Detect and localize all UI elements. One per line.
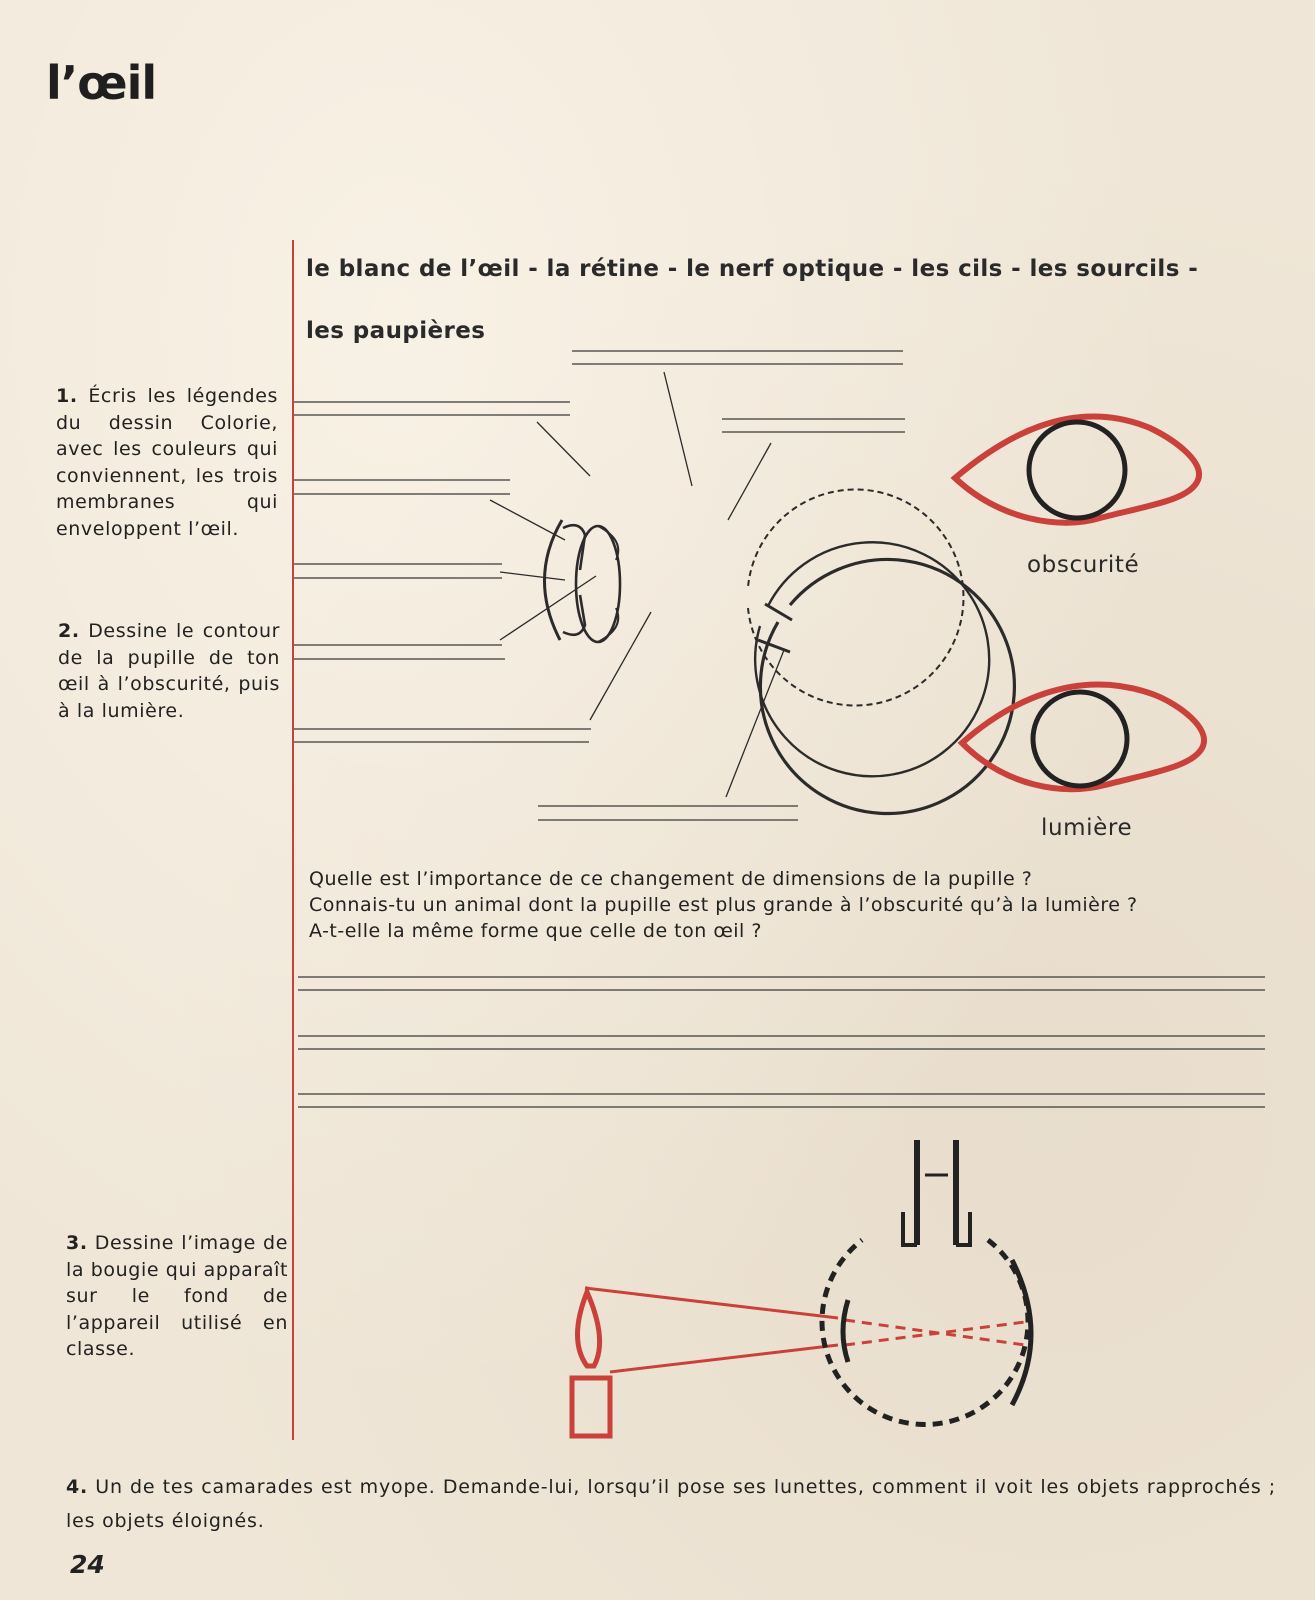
instruction-3-text: Dessine l’image de la bougie qui apparaî… bbox=[66, 1232, 288, 1360]
instruction-2-number: 2. bbox=[58, 620, 80, 642]
question-line: A-t-elle la même forme que celle de ton … bbox=[309, 920, 762, 942]
legend-word-line-1: le blanc de l’œil - la rétine - le nerf … bbox=[306, 256, 1199, 282]
page-number: 24 bbox=[70, 1550, 105, 1579]
instruction-4-text: Un de tes camarades est myope. Demande-l… bbox=[66, 1476, 1276, 1532]
answer-lines bbox=[298, 976, 1265, 1108]
red-eye-outline bbox=[957, 681, 1207, 793]
instruction-1-text: Écris les légendes du dessin Colorie, av… bbox=[56, 385, 278, 540]
eye-light-drawing[interactable] bbox=[957, 681, 1207, 793]
instruction-2: 2. Dessine le contour de la pupille de t… bbox=[58, 618, 280, 724]
pupil-outline bbox=[1030, 689, 1130, 789]
question-line: Quelle est l’importance de ce changement… bbox=[309, 868, 1033, 890]
instruction-3: 3. Dessine l’image de la bougie qui appa… bbox=[66, 1230, 288, 1363]
legend-word-line-2: les paupières bbox=[306, 318, 486, 344]
tube-collar bbox=[901, 1212, 917, 1247]
caption-darkness: obscurité bbox=[1027, 552, 1140, 578]
candle-body bbox=[569, 1375, 613, 1439]
questions-block: Quelle est l’importance de ce changement… bbox=[309, 866, 1209, 944]
pointer-line bbox=[589, 611, 652, 721]
pointer-line bbox=[499, 575, 597, 641]
globe-outline bbox=[819, 1238, 1031, 1427]
margin-rule bbox=[292, 240, 294, 1440]
light-ray bbox=[609, 1343, 839, 1374]
candle-flame bbox=[575, 1285, 603, 1369]
instruction-2-text: Dessine le contour de la pupille de ton … bbox=[58, 620, 280, 722]
light-ray bbox=[584, 1286, 839, 1320]
legend-word-list: le blanc de l’œil - la rétine - le nerf … bbox=[306, 238, 1266, 362]
candle-apparatus-diagram bbox=[569, 1140, 1034, 1439]
pointer-line bbox=[536, 421, 591, 477]
eye-pointer-lines bbox=[489, 371, 785, 798]
pupil-outline bbox=[1026, 419, 1128, 521]
instruction-1-number: 1. bbox=[56, 385, 78, 407]
eye-darkness-drawing[interactable] bbox=[950, 413, 1202, 526]
question-line: Connais-tu un animal dont la pupille est… bbox=[309, 894, 1138, 916]
page-title: l’œil bbox=[46, 56, 157, 110]
globe-lens bbox=[1009, 1258, 1034, 1407]
pointer-line bbox=[499, 571, 566, 581]
eye-cross-section-diagram bbox=[543, 488, 1016, 816]
pointer-line bbox=[727, 442, 772, 521]
light-ray-dashed bbox=[844, 1320, 1026, 1347]
instruction-4: 4. Un de tes camarades est myope. Demand… bbox=[66, 1470, 1276, 1538]
pointer-line bbox=[663, 371, 693, 487]
instruction-4-number: 4. bbox=[66, 1476, 89, 1498]
red-eye-outline bbox=[950, 413, 1202, 526]
globe-opening bbox=[840, 1299, 851, 1363]
caption-light: lumière bbox=[1041, 815, 1133, 841]
instruction-3-number: 3. bbox=[66, 1232, 88, 1254]
tube-collar bbox=[956, 1212, 972, 1247]
pointer-line bbox=[725, 649, 785, 798]
pointer-line bbox=[489, 499, 566, 541]
label-answer-lines bbox=[294, 350, 905, 821]
instruction-1: 1. Écris les légendes du dessin Colorie,… bbox=[56, 383, 278, 542]
